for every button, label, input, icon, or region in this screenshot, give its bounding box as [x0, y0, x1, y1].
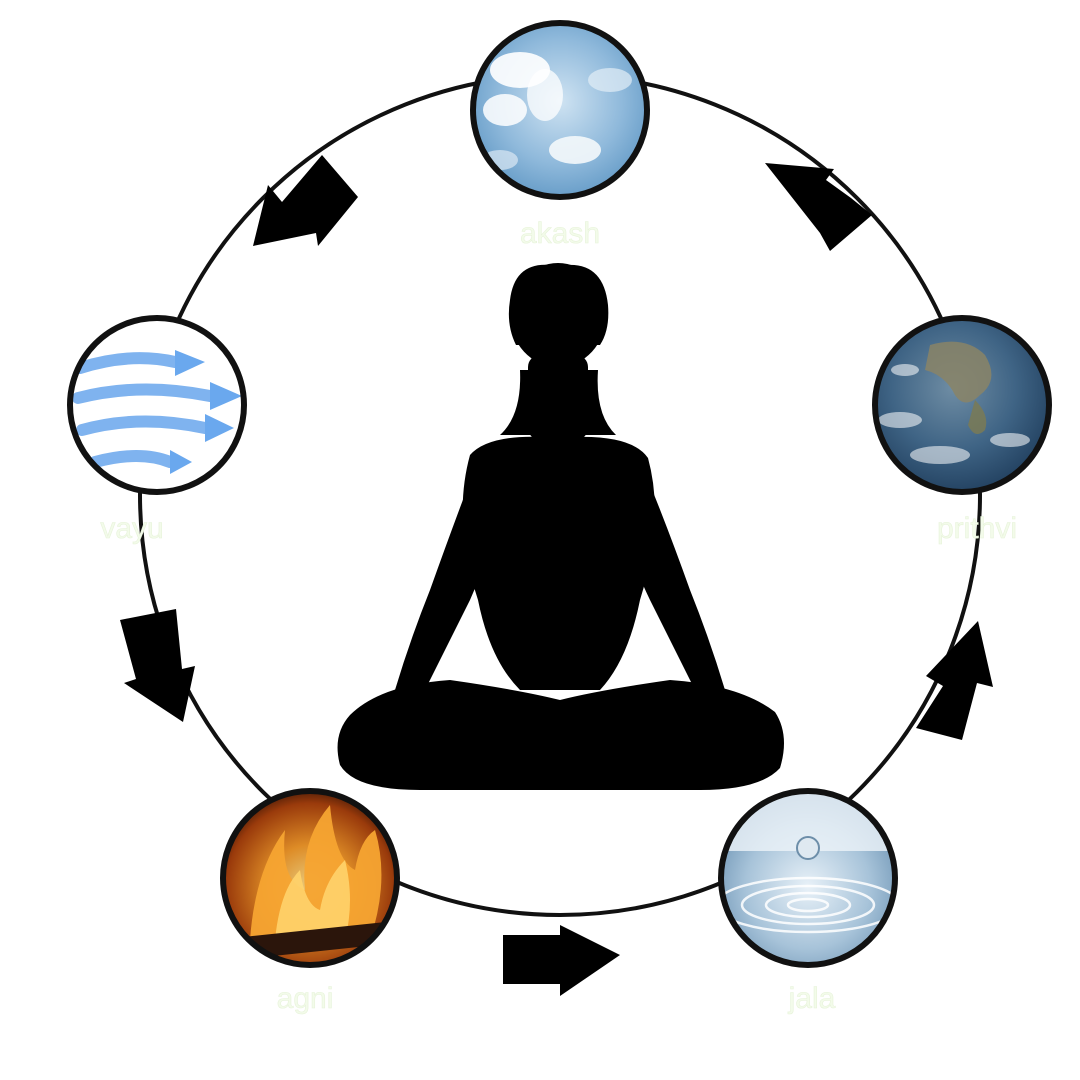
element-akash: akash [470, 20, 650, 250]
label-vayu: vayu [100, 512, 163, 545]
earth-globe-icon [875, 318, 1049, 492]
arrow-prithvi-to-akash [765, 163, 872, 251]
arrow-jala-to-prithvi [916, 621, 993, 740]
fire-flames-icon [223, 791, 397, 965]
flow-arrows [120, 155, 993, 996]
label-akash: akash [520, 217, 600, 250]
label-prithvi: prithvi [937, 512, 1017, 545]
arrow-agni-to-jala [503, 925, 620, 996]
meditating-figure-icon [337, 263, 784, 790]
sky-clouds-icon [473, 23, 647, 197]
arrow-akash-to-vayu [253, 155, 358, 246]
wind-arrows-icon [70, 318, 244, 492]
label-agni: agni [277, 982, 334, 1015]
element-jala: jala [718, 788, 898, 1015]
element-agni: agni [220, 788, 400, 1015]
element-prithvi: prithvi [872, 315, 1052, 545]
element-vayu: vayu [67, 315, 247, 545]
label-jala: jala [788, 982, 836, 1015]
water-drop-icon [721, 791, 895, 965]
arrow-vayu-to-agni [120, 609, 195, 722]
